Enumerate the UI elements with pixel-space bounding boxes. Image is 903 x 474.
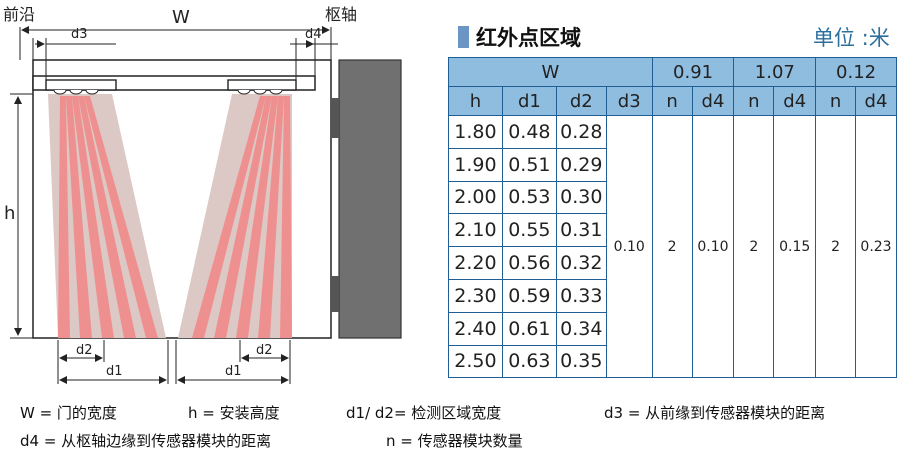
- d3-label: d3: [71, 27, 88, 42]
- cell-h: 2.00: [448, 180, 503, 215]
- header-group-3: 0.12: [815, 57, 897, 87]
- legend-d3: d3 = 从前缘到传感器模块的距离: [604, 404, 826, 422]
- right-beam-3: [236, 96, 278, 338]
- right-beam-4: [214, 96, 272, 338]
- cell-d4-3: 0.23: [854, 114, 898, 379]
- right-beam-5: [192, 96, 266, 338]
- cell-h: 2.20: [448, 246, 503, 280]
- header-n-1: n: [651, 86, 693, 116]
- d4-label: d4: [305, 27, 322, 42]
- cell-d3: 0.10: [605, 114, 653, 379]
- door-sensor-diagram: [10, 26, 402, 384]
- table-row: 2.30 0.59 0.33: [448, 278, 897, 313]
- cell-d4-1: 0.10: [691, 114, 735, 379]
- front-edge-label: 前沿: [3, 5, 36, 24]
- header-d3: d3: [605, 86, 653, 116]
- w-label: W: [172, 7, 190, 28]
- cell-n-3: 2: [815, 114, 856, 379]
- legend-d4: d4 = 从枢轴边缘到传感器模块的距离: [20, 432, 272, 450]
- left-beam-3: [72, 96, 114, 338]
- cell-d2: 0.33: [555, 278, 607, 313]
- left-beam-4: [78, 96, 136, 338]
- legend-w: W = 门的宽度: [20, 404, 117, 422]
- table-title: 红外点区域: [476, 26, 581, 50]
- right-beam-2: [258, 96, 284, 338]
- d2-left-label: d2: [76, 343, 93, 358]
- cell-d1: 0.56: [501, 246, 557, 280]
- header-d4-3: d4: [854, 86, 898, 116]
- hinge-bottom: [331, 276, 339, 312]
- header-d1: d1: [501, 86, 557, 116]
- cell-d2: 0.34: [555, 311, 607, 346]
- cell-h: 1.80: [448, 115, 503, 149]
- cell-h: 2.50: [448, 344, 503, 379]
- left-sensor-module: [45, 79, 117, 95]
- cell-d1: 0.55: [501, 213, 557, 248]
- cell-d1: 0.48: [501, 115, 557, 149]
- header-n-2: n: [733, 86, 775, 116]
- table-row: 1.80 0.48 0.28 0.10 2 0.10 2 0.15 2 0.23: [448, 114, 898, 379]
- right-beam-fan: [178, 94, 292, 338]
- cell-d1: 0.61: [501, 311, 557, 346]
- cell-d2: 0.31: [555, 213, 607, 248]
- pivot-label: 枢轴: [325, 5, 358, 24]
- header-d2: d2: [555, 86, 607, 116]
- cell-d2: 0.28: [555, 115, 607, 149]
- cell-d1: 0.53: [501, 180, 557, 215]
- cell-h: 1.90: [448, 147, 503, 182]
- table-row: 2.40 0.61 0.34: [448, 311, 897, 346]
- left-beam-1: [58, 96, 70, 338]
- cell-d1: 0.63: [501, 344, 557, 379]
- cell-d2: 0.30: [555, 180, 607, 215]
- header-d4-2: d4: [773, 86, 817, 116]
- cell-h: 2.40: [448, 311, 503, 346]
- cell-n-2: 2: [733, 114, 775, 379]
- cell-d1: 0.51: [501, 147, 557, 182]
- cell-d1: 0.59: [501, 278, 557, 313]
- header-group-1: 0.91: [651, 57, 735, 87]
- d1-left-label: d1: [106, 364, 123, 379]
- door-panel: [338, 59, 402, 339]
- cell-d4-2: 0.15: [773, 114, 817, 379]
- header-n-3: n: [815, 86, 856, 116]
- h-label: h: [4, 203, 16, 224]
- header-group-2: 1.07: [733, 57, 817, 87]
- cell-h: 2.10: [448, 213, 503, 248]
- legend-d1-d2: d1/ d2= 检测区域宽度: [346, 404, 502, 422]
- legend-h: h = 安装高度: [188, 404, 280, 422]
- d2-right-label: d2: [256, 343, 273, 358]
- title-accent-bar: [458, 26, 469, 48]
- legend-n: n = 传感器模块数量: [386, 432, 523, 450]
- right-beam-1: [280, 96, 292, 338]
- cell-n-1: 2: [651, 114, 693, 379]
- header-h: h: [448, 86, 503, 116]
- unit-label: 单位 :米: [813, 26, 890, 50]
- d1-right-label: d1: [225, 364, 242, 379]
- cell-d2: 0.32: [555, 246, 607, 280]
- header-d4-1: d4: [691, 86, 735, 116]
- detection-area-table: W 0.91 1.07 0.12 h d1 d2 d3 n d4 n d4 n …: [448, 57, 898, 379]
- header-w: W: [448, 57, 653, 87]
- table-row: 2.10 0.55 0.31: [448, 213, 897, 248]
- left-beam-fan: [48, 94, 166, 338]
- hinge-top: [331, 98, 339, 138]
- cell-h: 2.30: [448, 278, 503, 313]
- right-sensor-module: [227, 79, 297, 95]
- left-beam-5: [84, 96, 158, 338]
- table-row: 1.90 0.51 0.29: [448, 147, 897, 182]
- cell-d2: 0.35: [555, 344, 607, 379]
- table-row: 2.50 0.63 0.35: [448, 344, 897, 379]
- cell-d2: 0.29: [555, 147, 607, 182]
- left-beam-2: [66, 96, 92, 338]
